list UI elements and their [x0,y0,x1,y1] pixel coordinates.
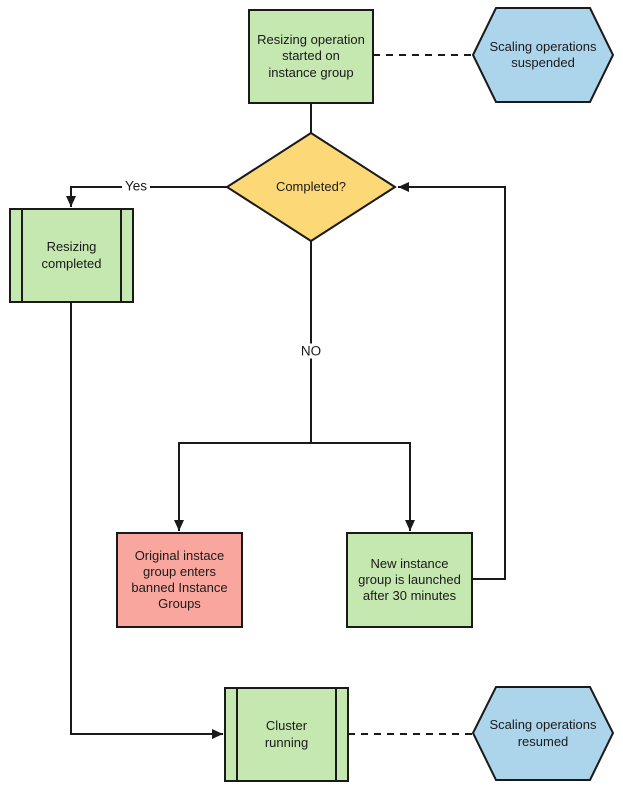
edge-resizing-completed-to-cluster [70,302,223,739]
edge-new-group-to-completed [398,182,506,580]
edge-yes-to-resizing-completed [66,186,227,207]
scaling-suspended-hexagon-shape [471,7,615,103]
new-group-shape [346,532,473,628]
resizing-completed-shape [9,208,134,303]
edge-no-to-banned-group [174,442,311,531]
banned-group-shape [116,532,243,628]
start-node-shape [248,9,374,104]
cluster-running-shape [224,687,349,782]
completed-diamond-shape [225,131,397,243]
scaling-resumed-hexagon-shape [471,686,615,781]
edge-no-to-new-group [311,442,415,531]
